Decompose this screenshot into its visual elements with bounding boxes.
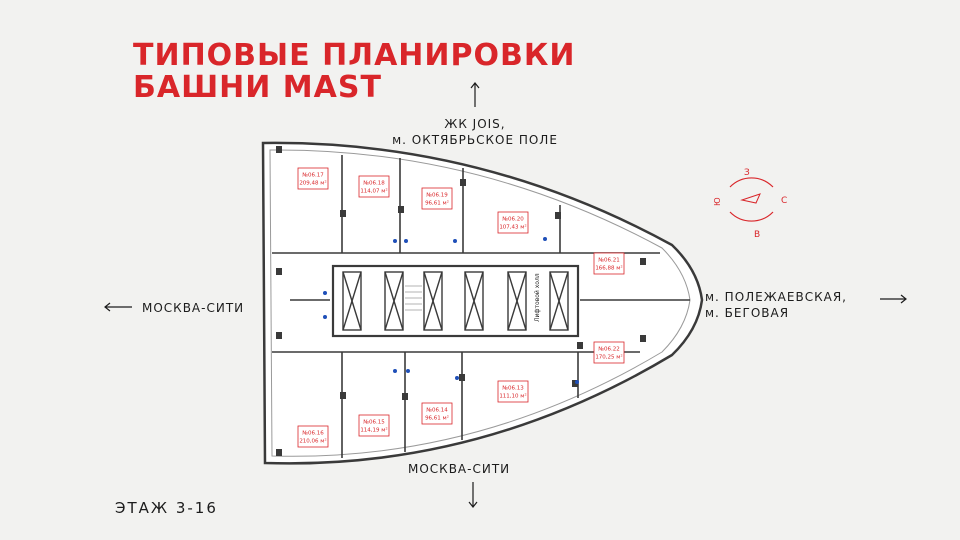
unit-tag-frame [297,167,329,190]
unit-area: 114,19 м² [360,427,387,434]
unit-tag-frame [497,211,529,234]
unit-area: 96,61 м² [425,200,449,207]
unit-number: №06.17 [302,173,324,179]
compass-south-letter: В [754,230,760,240]
north-arrow-icon [470,82,480,107]
east-direction-label: м. ПОЛЕЖАЕВСКАЯ, м. БЕГОВАЯ [705,289,847,321]
south-arrow-icon [468,482,478,508]
core-shafts [342,271,569,331]
unit-number: №06.20 [502,217,524,223]
water-points [323,237,579,384]
unit-tag-frame [497,380,529,403]
unit-area: 111,10 м² [499,393,526,400]
west-direction-label: МОСКВА-СИТИ [142,301,245,315]
unit-tag-frame [421,402,453,425]
unit-tag-frame [593,252,625,275]
east-arrow-icon [880,294,907,304]
unit-number: №06.21 [598,258,619,264]
south-direction-label: МОСКВА-СИТИ [408,462,511,476]
compass-east-letter: С [781,196,787,206]
unit-number: №06.15 [363,420,385,426]
unit-tag-frame [421,187,453,210]
unit-area: 114,07 м² [360,188,387,195]
compass-west-letter: Ю [713,197,722,206]
unit-number: №06.16 [302,431,324,437]
unit-area: 210,06 м² [299,438,326,445]
north-label-line-1: ЖК JOIS, [444,117,506,131]
direction-arrows [104,82,907,508]
north-label-line-2: м. ОКТЯБРЬСКОЕ ПОЛЕ [392,133,558,147]
east-label-line-1: м. ПОЛЕЖАЕВСКАЯ, [705,290,847,304]
unit-tag-frame [297,425,329,448]
unit-tag-frame [358,175,390,198]
building-core [331,264,580,338]
east-label-line-2: м. БЕГОВАЯ [705,306,790,320]
unit-number: №06.22 [598,347,619,353]
compass-rose: З С В Ю [713,168,787,240]
unit-area: 209,48 м² [299,180,326,187]
lift-hall-label: Лифтовой холл [534,273,541,322]
compass-north-letter: З [744,168,750,178]
title-line-2: БАШНИ MAST [133,70,382,105]
unit-number: №06.18 [363,181,385,187]
west-arrow-icon [104,302,132,312]
title-line-1: ТИПОВЫЕ ПЛАНИРОВКИ [133,38,576,73]
unit-area: 166,88 м² [595,265,622,272]
unit-number: №06.19 [426,193,448,199]
floor-label: ЭТАЖ 3-16 [115,499,218,517]
unit-number: №06.13 [502,386,524,392]
unit-tag-frame [593,341,625,364]
unit-area: 170,25 м² [595,354,622,361]
core-stairs [405,285,422,311]
columns [276,146,646,456]
page-title: ТИПОВЫЕ ПЛАНИРОВКИ БАШНИ MAST [133,40,576,104]
north-direction-label: ЖК JOIS, м. ОКТЯБРЬСКОЕ ПОЛЕ [380,116,570,148]
unit-area: 96,61 м² [425,415,449,422]
unit-area: 107,43 м² [499,224,526,231]
unit-tag-frame [358,414,390,437]
unit-number: №06.14 [426,408,448,414]
